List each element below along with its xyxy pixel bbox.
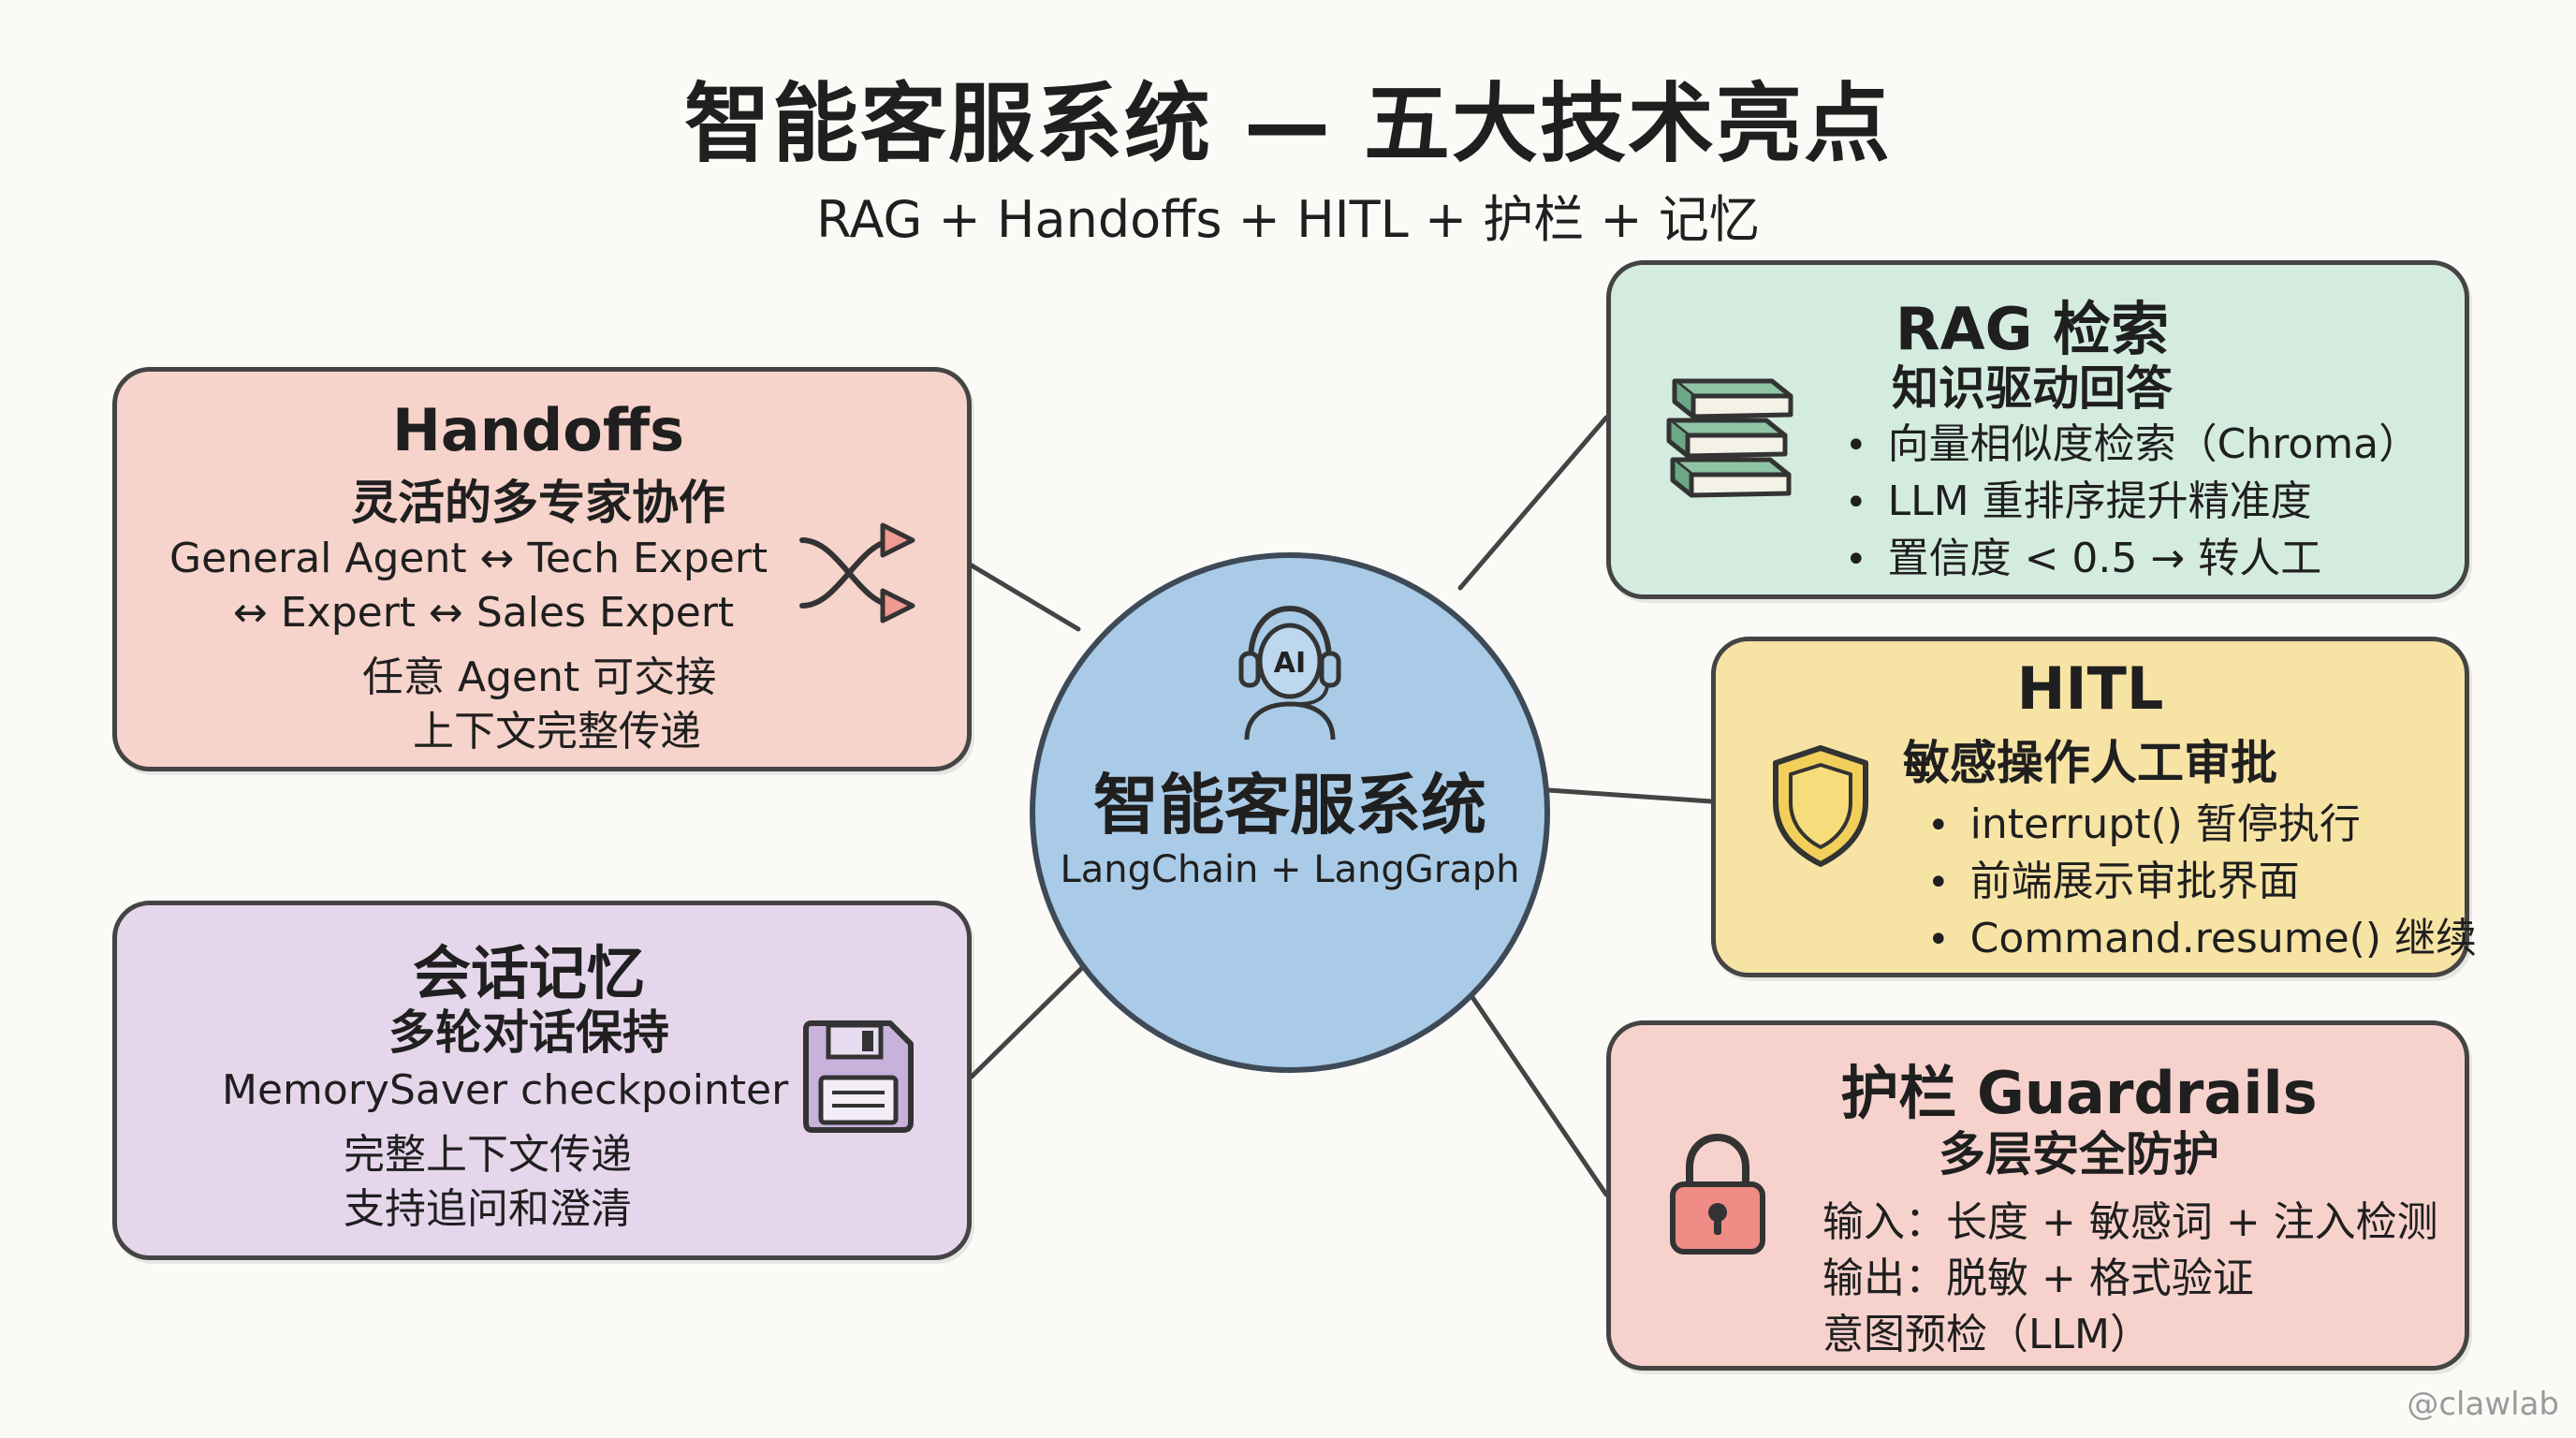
handoffs-line-1: General Agent ↔ Tech Expert bbox=[169, 535, 768, 582]
memory-card: 会话记忆 多轮对话保持 MemorySaver checkpointer 完整上… bbox=[112, 901, 972, 1260]
connector-guardrails bbox=[1457, 976, 1609, 1197]
page-subtitle: RAG + Handoffs + HITL + 护栏 + 记忆 bbox=[816, 190, 1760, 249]
connector-memory bbox=[969, 952, 1098, 1079]
guardrails-line-2: 输出：脱敏 + 格式验证 bbox=[1822, 1255, 2254, 1302]
watermark: @clawlab bbox=[2407, 1386, 2559, 1423]
hitl-bullet-2: 前端展示审批界面 bbox=[1927, 854, 2477, 911]
floppy-disk-icon bbox=[803, 1020, 914, 1133]
rag-bullet-3: 置信度 < 0.5 → 转人工 bbox=[1845, 531, 2420, 588]
hub-title: 智能客服系统 bbox=[1093, 767, 1486, 844]
rag-title: RAG 检索 bbox=[1895, 295, 2170, 363]
hitl-bullet-1: interrupt() 暂停执行 bbox=[1927, 797, 2477, 854]
books-stack-icon bbox=[1666, 378, 1793, 498]
handoffs-line-2: ↔ Expert ↔ Sales Expert bbox=[233, 589, 735, 637]
memory-line-2: 完整上下文传递 bbox=[344, 1131, 632, 1179]
shield-icon bbox=[1773, 745, 1868, 867]
handoffs-subtitle: 灵活的多专家协作 bbox=[351, 476, 725, 530]
headset-ai-label: AI bbox=[1274, 647, 1306, 680]
handoffs-title: Handoffs bbox=[392, 396, 684, 464]
memory-title: 会话记忆 bbox=[412, 939, 645, 1007]
memory-line-3: 支持追问和澄清 bbox=[344, 1185, 632, 1233]
hub-subtitle: LangChain + LangGraph bbox=[1060, 848, 1520, 891]
hitl-subtitle: 敏感操作人工审批 bbox=[1903, 736, 2277, 790]
guardrails-card: 护栏 Guardrails 多层安全防护 输入：长度 + 敏感词 + 注入检测 … bbox=[1606, 1020, 2469, 1371]
page-title: 智能客服系统 — 五大技术亮点 bbox=[683, 74, 1893, 174]
memory-line-1: MemorySaver checkpointer bbox=[222, 1066, 789, 1114]
hitl-title: HITL bbox=[2016, 654, 2164, 723]
rag-subtitle: 知识驱动回答 bbox=[1892, 361, 2173, 416]
padlock-icon bbox=[1670, 1133, 1765, 1255]
connector-handoffs bbox=[969, 563, 1081, 632]
handoffs-line-3: 任意 Agent 可交接 bbox=[362, 653, 717, 701]
hub-circle: AI 智能客服系统 LangChain + LangGraph bbox=[1030, 552, 1550, 1073]
handoffs-card: Handoffs 灵活的多专家协作 General Agent ↔ Tech E… bbox=[112, 367, 972, 771]
hitl-bullet-3: Command.resume() 继续 bbox=[1927, 911, 2477, 968]
shuffle-arrows-icon bbox=[799, 522, 915, 624]
headset-agent-icon: AI bbox=[1238, 605, 1341, 741]
connector-hitl bbox=[1545, 787, 1714, 804]
connector-rag bbox=[1457, 415, 1609, 591]
guardrails-subtitle: 多层安全防护 bbox=[1939, 1127, 2219, 1181]
guardrails-line-1: 输入：长度 + 敏感词 + 注入检测 bbox=[1822, 1198, 2438, 1246]
hitl-card: HITL 敏感操作人工审批 interrupt() 暂停执行 前端展示审批界面 … bbox=[1711, 637, 2477, 977]
memory-subtitle: 多轮对话保持 bbox=[388, 1005, 669, 1060]
guardrails-title: 护栏 Guardrails bbox=[1840, 1059, 2318, 1127]
hitl-bullet-list: interrupt() 暂停执行 前端展示审批界面 Command.resume… bbox=[1927, 797, 2477, 968]
guardrails-line-3: 意图预检（LLM） bbox=[1822, 1311, 2151, 1358]
rag-bullet-2: LLM 重排序提升精准度 bbox=[1845, 474, 2420, 531]
rag-card: RAG 检索 知识驱动回答 向量相似度检索（Chroma） LLM 重排序提升精… bbox=[1606, 260, 2469, 599]
rag-bullet-1: 向量相似度检索（Chroma） bbox=[1845, 417, 2420, 474]
handoffs-line-4: 上下文完整传递 bbox=[413, 708, 701, 756]
rag-bullet-list: 向量相似度检索（Chroma） LLM 重排序提升精准度 置信度 < 0.5 →… bbox=[1845, 417, 2420, 588]
